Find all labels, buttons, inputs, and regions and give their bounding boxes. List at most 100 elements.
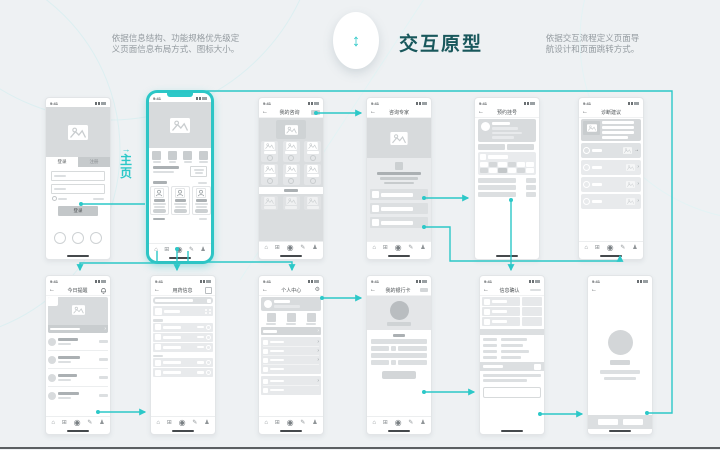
medicine-row[interactable] (153, 332, 213, 342)
menu-item[interactable] (263, 365, 319, 373)
back-icon[interactable]: ← (370, 287, 376, 293)
edit-icon[interactable]: ✎ (620, 245, 626, 251)
back-icon[interactable]: ← (154, 287, 160, 293)
action-button-right[interactable] (622, 419, 643, 425)
consult-card[interactable] (261, 196, 278, 210)
quick-entry[interactable] (152, 151, 162, 163)
remember-checkbox[interactable] (52, 196, 57, 201)
featured-card[interactable]: › (48, 297, 108, 333)
bell-icon[interactable] (100, 287, 107, 294)
feed-item[interactable] (48, 369, 108, 387)
calendar-icon[interactable]: ⊞ (382, 420, 388, 426)
home-icon[interactable]: ⌂ (154, 247, 158, 253)
back-icon[interactable]: ← (262, 287, 268, 293)
menu-item[interactable]: › (261, 327, 321, 335)
quick-entry[interactable] (286, 313, 296, 325)
calendar-icon[interactable]: ⊞ (594, 245, 600, 251)
consult-card[interactable] (282, 196, 300, 210)
form-field[interactable] (371, 338, 427, 344)
quick-entry[interactable] (183, 151, 193, 163)
calendar-icon[interactable]: ⊞ (274, 245, 280, 251)
medicine-row[interactable] (153, 368, 213, 377)
option-row[interactable] (370, 217, 428, 228)
back-icon[interactable]: ← (370, 109, 376, 115)
book-button[interactable] (173, 208, 187, 213)
form-field[interactable] (371, 352, 427, 358)
home-icon[interactable]: ⌂ (51, 420, 56, 426)
edit-icon[interactable]: ✎ (408, 245, 414, 251)
badge-icon[interactable]: ◉ (394, 418, 402, 427)
calendar-grid[interactable] (480, 161, 534, 173)
advice-row[interactable]: › (581, 177, 641, 192)
badge-icon[interactable]: ◉ (175, 245, 183, 254)
back-icon[interactable]: ← (483, 287, 489, 293)
slot-row[interactable] (478, 177, 536, 183)
quick-entry[interactable] (198, 151, 208, 163)
consult-card[interactable] (261, 141, 278, 162)
doctor-card[interactable] (149, 186, 169, 215)
social-icon[interactable] (90, 232, 102, 244)
user-icon[interactable]: ♟ (200, 247, 206, 253)
badge-icon[interactable]: ◉ (606, 243, 614, 252)
consult-card[interactable] (261, 164, 278, 185)
back-icon[interactable]: ← (49, 287, 55, 293)
edit-icon[interactable]: ✎ (300, 420, 306, 426)
home-icon[interactable]: ⌂ (264, 245, 269, 251)
back-icon[interactable]: ← (478, 109, 484, 115)
book-button[interactable] (152, 208, 166, 213)
add-card-button[interactable] (382, 370, 416, 379)
slot-row[interactable] (478, 191, 536, 197)
tab-button[interactable] (507, 143, 534, 150)
consult-card[interactable] (304, 164, 321, 185)
user-icon[interactable]: ♟ (312, 245, 318, 251)
form-row[interactable] (371, 359, 427, 365)
tab-button[interactable] (478, 143, 505, 150)
form-row[interactable] (371, 345, 427, 351)
home-icon[interactable]: ⌂ (264, 420, 269, 426)
medicine-row[interactable] (153, 322, 213, 332)
calendar-icon[interactable]: ⊞ (382, 245, 388, 251)
confirm-row[interactable] (482, 297, 542, 306)
user-icon[interactable]: ♟ (420, 245, 426, 251)
detail-link[interactable] (530, 288, 541, 292)
user-icon[interactable]: ♟ (420, 420, 426, 426)
doctor-card[interactable] (170, 186, 190, 215)
gear-icon[interactable]: ⚙ (314, 287, 320, 293)
calendar-icon[interactable]: ⊞ (166, 420, 172, 426)
slot-row[interactable] (478, 184, 536, 190)
password-field[interactable] (51, 184, 105, 194)
home-icon[interactable]: ⌂ (372, 420, 377, 426)
back-icon[interactable]: ← (591, 287, 597, 293)
calendar-icon[interactable]: ⊞ (274, 420, 280, 426)
edit-icon[interactable]: ✎ (300, 245, 306, 251)
profile-card[interactable] (261, 297, 321, 311)
option-row[interactable] (370, 203, 428, 214)
confirm-button[interactable] (483, 387, 541, 398)
confirm-row[interactable] (482, 307, 542, 316)
calendar-icon[interactable]: ⊞ (164, 247, 170, 253)
menu-item[interactable]: › (263, 347, 319, 356)
action-button-left[interactable] (597, 419, 618, 425)
calendar-icon[interactable]: ⊞ (61, 420, 67, 426)
advice-row[interactable]: → (581, 143, 641, 158)
forgot-link[interactable] (93, 197, 104, 200)
back-icon[interactable]: ← (262, 109, 268, 115)
confirm-row[interactable] (482, 317, 542, 326)
badge-icon[interactable]: ◉ (394, 243, 402, 252)
quick-entry[interactable] (167, 151, 177, 163)
menu-item[interactable]: › (263, 356, 319, 365)
consult-card[interactable] (282, 141, 300, 162)
badge-icon[interactable]: ◉ (73, 418, 81, 427)
username-field[interactable] (51, 171, 105, 181)
edit-button[interactable] (420, 288, 428, 292)
feed-item[interactable] (48, 351, 108, 369)
user-icon[interactable]: ♟ (312, 420, 318, 426)
consult-card[interactable] (304, 141, 321, 162)
back-icon[interactable]: ← (582, 109, 588, 115)
badge-icon[interactable]: ◉ (178, 418, 186, 427)
medicine-row[interactable] (153, 306, 213, 316)
medicine-row[interactable] (153, 358, 213, 367)
quick-entry[interactable] (266, 313, 276, 325)
edit-icon[interactable]: ✎ (192, 420, 198, 426)
feed-item[interactable] (48, 387, 108, 404)
